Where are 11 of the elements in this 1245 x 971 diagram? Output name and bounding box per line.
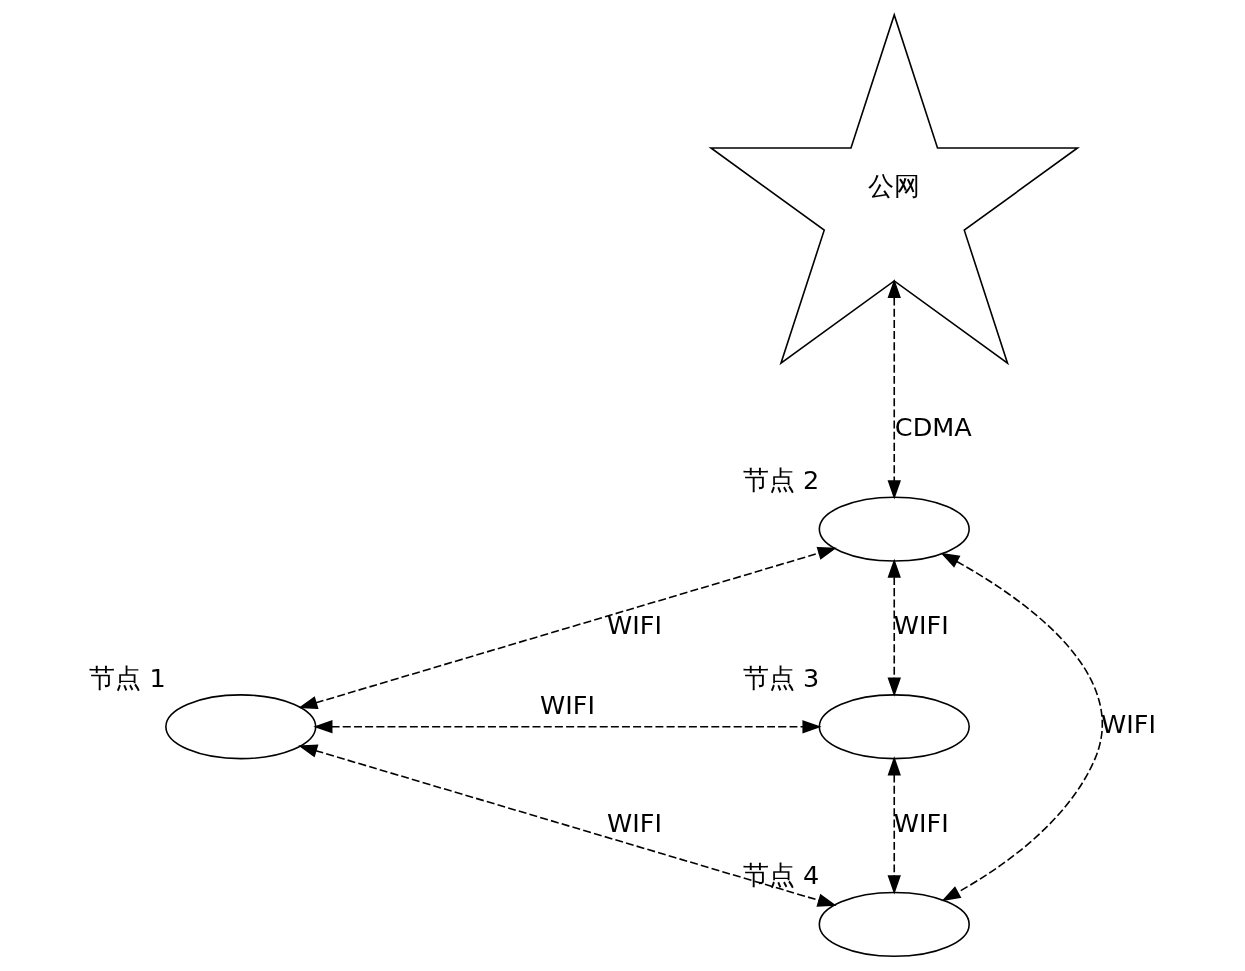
node-label: 节点 1 xyxy=(89,662,166,693)
edge-label: WIFI xyxy=(893,609,949,640)
node-label: 节点 3 xyxy=(742,662,820,693)
node-label: 节点 4 xyxy=(742,860,820,891)
edge-label: WIFI xyxy=(540,689,595,720)
edge-label: WIFI xyxy=(606,807,662,838)
edge-label: WIFI xyxy=(606,609,662,640)
edge-label: WIFI xyxy=(893,807,949,838)
node-label: 节点 2 xyxy=(742,464,820,495)
edge-label: CDMA xyxy=(894,412,972,443)
edge-label: WIFI xyxy=(1101,708,1156,739)
